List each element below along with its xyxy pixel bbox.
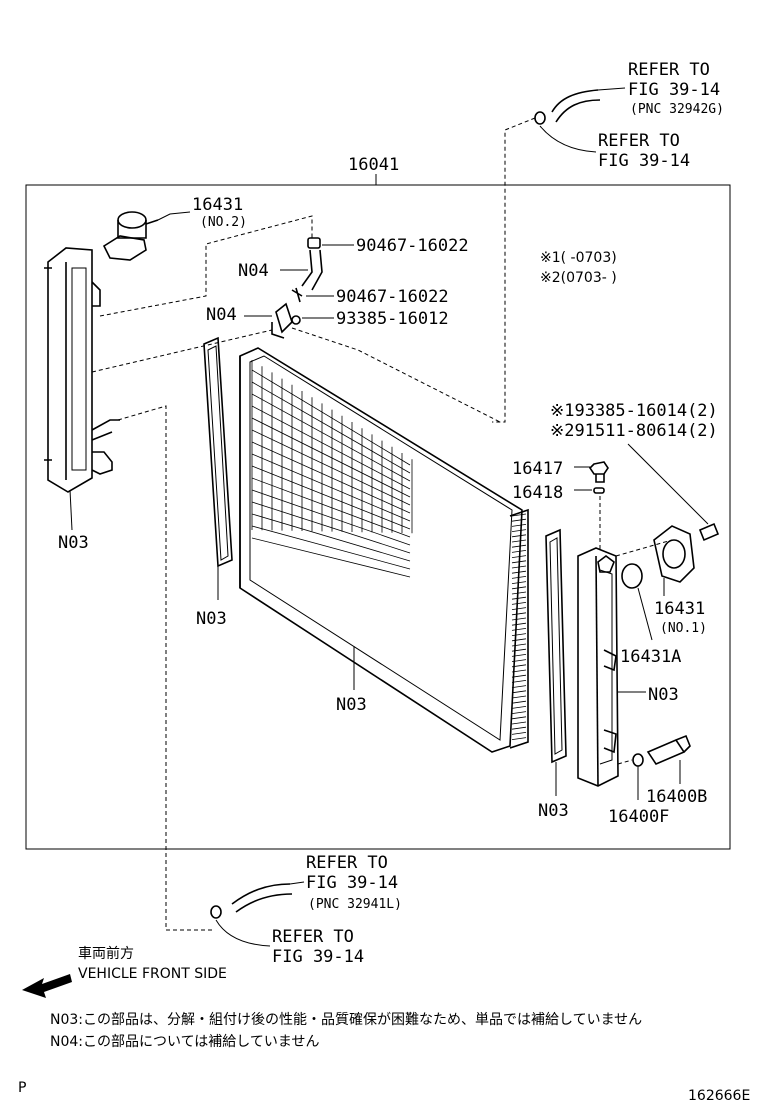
ref-top-inner-line2: FIG 39-14 [598, 151, 690, 171]
ref-top-outer-line3: (PNC 32942G) [630, 102, 724, 117]
ref-top-inner-line1: REFER TO [598, 131, 680, 151]
label-n04-b: N04 [206, 305, 237, 325]
label-n03-left-tank: N03 [58, 533, 89, 553]
label-90467-16022-b: 90467-16022 [336, 287, 449, 307]
label-16417: 16417 [512, 459, 563, 479]
radiator-core [239, 347, 529, 753]
label-n03-left-seal: N03 [196, 609, 227, 629]
gasket-16400F [632, 753, 644, 767]
legend-line2: ※2(0703- ) [540, 270, 617, 286]
label-16431-no1-note: (NO.1) [660, 621, 707, 636]
ref-bottom-inner-line2: FIG 39-14 [272, 947, 364, 967]
front-arrow-icon [22, 974, 72, 998]
label-star1-part: ※193385-16014(2) [550, 401, 718, 421]
right-seal-strip [545, 528, 567, 764]
note-n03: N03:この部品は、分解・組付け後の性能・品質確保が困難なため、単品では補給して… [50, 1012, 642, 1028]
label-star2-part: ※291511-80614(2) [550, 421, 718, 441]
label-n03-right-seal: N03 [538, 801, 569, 821]
ref-top-outer-line1: REFER TO [628, 60, 710, 80]
label-n03-right-tank: N03 [648, 685, 679, 705]
label-16431A: 16431A [620, 647, 681, 667]
direction-label-jp: 車両前方 [78, 945, 134, 962]
upper-hose-reference: REFER TO FIG 39-14 (PNC 32942G) REFER TO… [492, 60, 724, 423]
ref-bottom-outer-line1: REFER TO [306, 853, 388, 873]
lower-hose-reference: REFER TO FIG 39-14 (PNC 32941L) REFER TO… [210, 853, 402, 967]
label-90467-16022-a: 90467-16022 [356, 236, 469, 256]
left-seal-strip [203, 336, 233, 568]
label-n03-core: N03 [336, 695, 367, 715]
footer-page-marker: P [18, 1080, 26, 1096]
label-16431-no1: 16431 [654, 599, 705, 619]
drain-fitting-16400B [646, 734, 691, 765]
note-n04: N04:この部品については補給していません [50, 1034, 319, 1050]
radiator-cap-no2 [102, 211, 159, 261]
label-16400F: 16400F [608, 807, 669, 827]
assembly-frame [25, 184, 731, 850]
label-16431-no2-note: (NO.2) [200, 215, 247, 230]
label-16418: 16418 [512, 483, 563, 503]
drain-oring-16418 [593, 487, 605, 494]
label-n04-a: N04 [238, 261, 269, 281]
left-tank [44, 247, 120, 493]
oring-16431A [621, 563, 643, 589]
ref-top-outer-line2: FIG 39-14 [628, 80, 720, 100]
ref-bottom-outer-line3: (PNC 32941L) [308, 897, 402, 912]
right-tank [577, 547, 619, 787]
radiator-cap-no1 [653, 522, 720, 583]
legend-line1: ※1( -0703) [540, 250, 617, 266]
drain-cock-16417 [588, 461, 609, 483]
label-16431-no2: 16431 [192, 195, 243, 215]
label-93385-16012: 93385-16012 [336, 309, 449, 329]
direction-label-en: VEHICLE FRONT SIDE [78, 966, 227, 982]
figure-number: 162666E [688, 1088, 750, 1104]
assembly-pnc-label: 16041 [348, 155, 399, 175]
small-hose-assembly [271, 237, 323, 339]
label-16400B: 16400B [646, 787, 707, 807]
ref-bottom-inner-line1: REFER TO [272, 927, 354, 947]
ref-bottom-outer-line2: FIG 39-14 [306, 873, 398, 893]
